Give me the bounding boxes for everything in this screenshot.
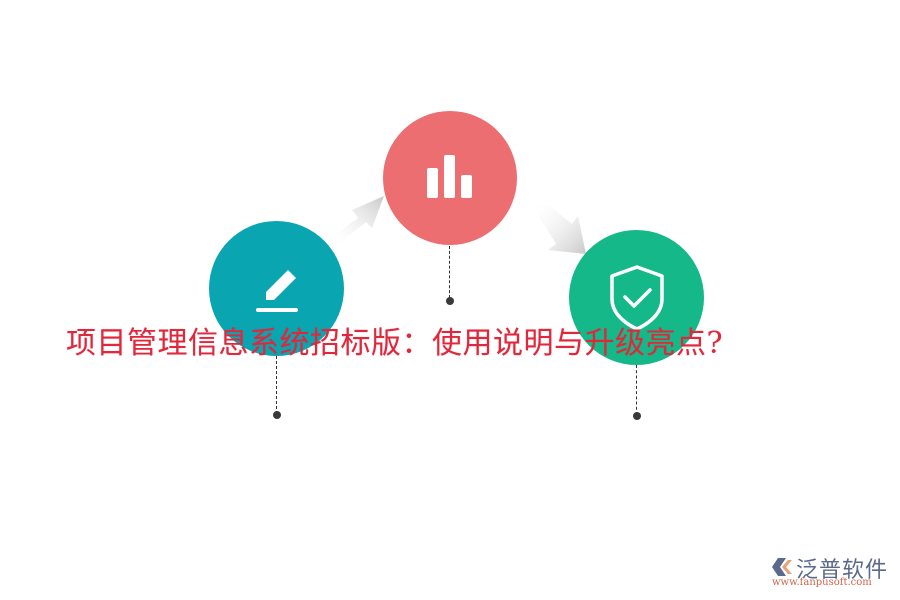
connector-dot-1 xyxy=(273,411,281,419)
connector-line-1 xyxy=(276,356,277,414)
logo-url: www.fanpusoft.com xyxy=(772,577,872,588)
step-3-circle xyxy=(569,230,704,365)
connector-dot-2 xyxy=(446,297,454,305)
connector-line-3 xyxy=(636,365,637,415)
pencil-edit-icon xyxy=(255,269,298,312)
logo-name: 泛普软件 xyxy=(796,558,889,583)
connector-line-2 xyxy=(449,246,450,298)
arrow-down-right-icon xyxy=(534,200,586,254)
logo-mark-icon xyxy=(772,558,792,576)
bar-chart-icon xyxy=(427,155,472,198)
connector-dot-3 xyxy=(633,412,641,420)
brand-logo: 泛普软件 www.fanpusoft.com xyxy=(766,552,891,592)
step-1-circle xyxy=(209,221,344,356)
step-2-circle xyxy=(383,111,517,245)
shield-check-icon xyxy=(609,264,664,331)
page-title: 项目管理信息系统招标版：使用说明与升级亮点? xyxy=(66,326,724,361)
arrow-up-right-icon xyxy=(328,196,384,246)
